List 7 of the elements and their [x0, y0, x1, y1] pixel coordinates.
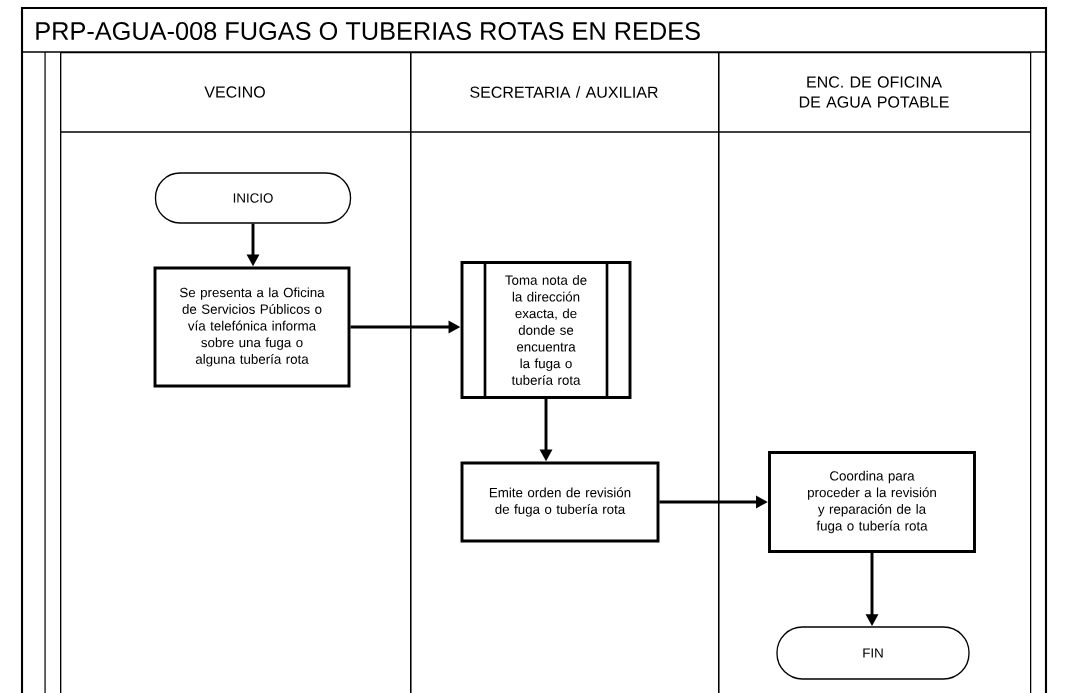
process-box: Se presenta a la Oficina de Servicios Públicos o vía telefónica informa sobre una fuga o alguna tubería rota [153, 266, 351, 388]
process-box: Emite orden de revisión de fuga o tubería rota [460, 461, 660, 543]
title: PRP-AGUA-008 FUGAS O TUBERIAS ROTAS EN REDES [36, 22, 700, 40]
process-box: Coordina para proceder a la revisión y reparación de la fuga o tubería rota [768, 451, 976, 553]
terminator: INICIO [154, 172, 352, 224]
subprocess-box: Toma nota de la dirección exacta, de donde se encuentra la fuga o tubería rota [460, 261, 632, 399]
terminator: FIN [776, 626, 970, 680]
